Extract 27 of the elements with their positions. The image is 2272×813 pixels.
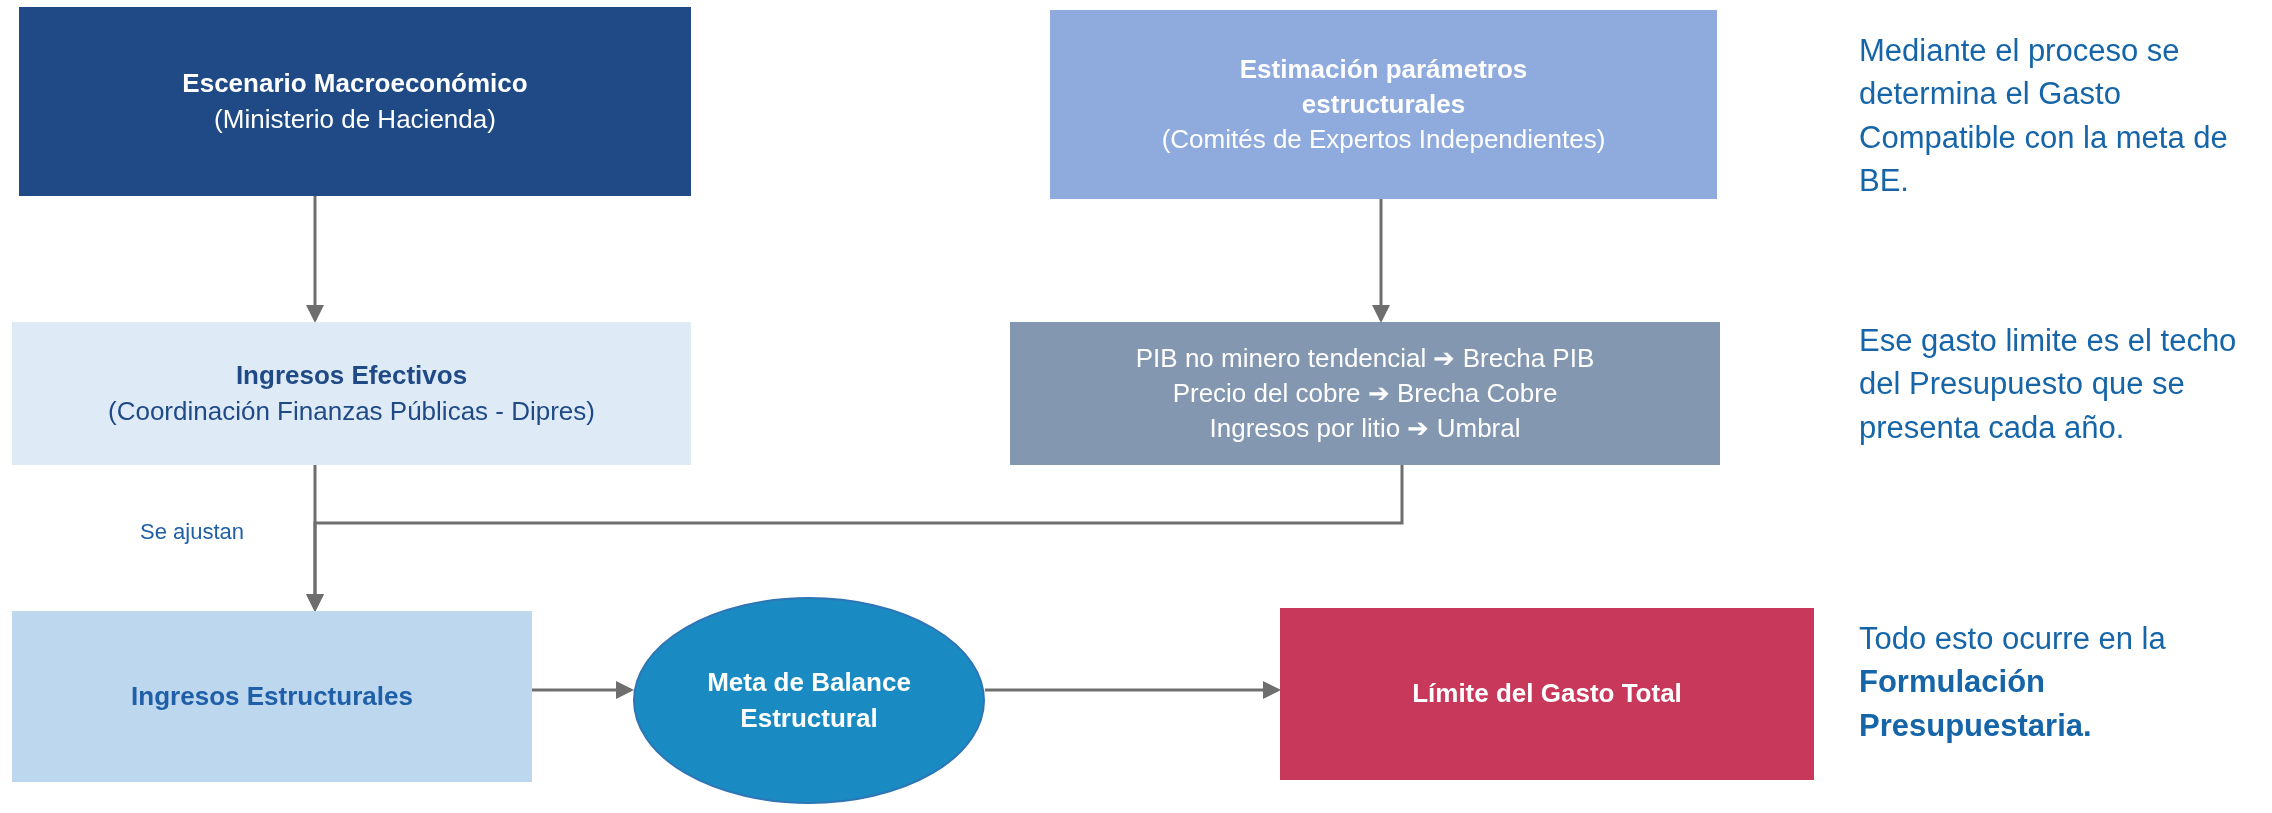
arrow	[985, 681, 1281, 699]
arrow	[532, 681, 634, 699]
node-title: Estimación parámetros estructurales	[1238, 52, 1529, 121]
node-text: Ingresos por litio ➔ Umbral	[1209, 412, 1521, 446]
process-box	[1010, 322, 1720, 465]
node-text: (Comités de Expertos Independientes)	[1161, 123, 1606, 157]
node-title: Límite del Gasto Total	[1412, 677, 1682, 711]
node-text: (Coordinación Finanzas Públicas - Dipres)	[108, 394, 595, 428]
note-text: Mediante el proceso se determina el Gasto Compatible con la meta de BE.	[1859, 32, 2229, 201]
arrow	[1372, 199, 1390, 323]
node-text: (Ministerio de Hacienda)	[214, 102, 496, 136]
process-box	[1050, 10, 1717, 199]
ellipse-node	[633, 597, 985, 804]
node-title: Ingresos Efectivos	[235, 359, 468, 393]
process-box	[19, 7, 691, 196]
note-text: Todo esto ocurre en la Formulación Presupuestaria.	[1859, 620, 2167, 745]
node-title: Escenario Macroeconómico	[182, 67, 528, 101]
process-box	[1280, 608, 1814, 780]
process-box	[12, 611, 532, 782]
process-box	[12, 322, 691, 465]
note-text: Ese gasto limite es el techo del Presupuesto que se presenta cada año.	[1859, 322, 2238, 447]
arrow	[306, 465, 1404, 612]
arrow	[306, 196, 324, 323]
node-title: PIB no minero tendencial ➔ Brecha PIB	[1135, 341, 1595, 375]
node-title: Ingresos Estructurales	[131, 679, 413, 713]
node-title: Meta de Balance Estructural	[706, 666, 912, 735]
node-text: Precio del cobre ➔ Brecha Cobre	[1172, 376, 1558, 410]
